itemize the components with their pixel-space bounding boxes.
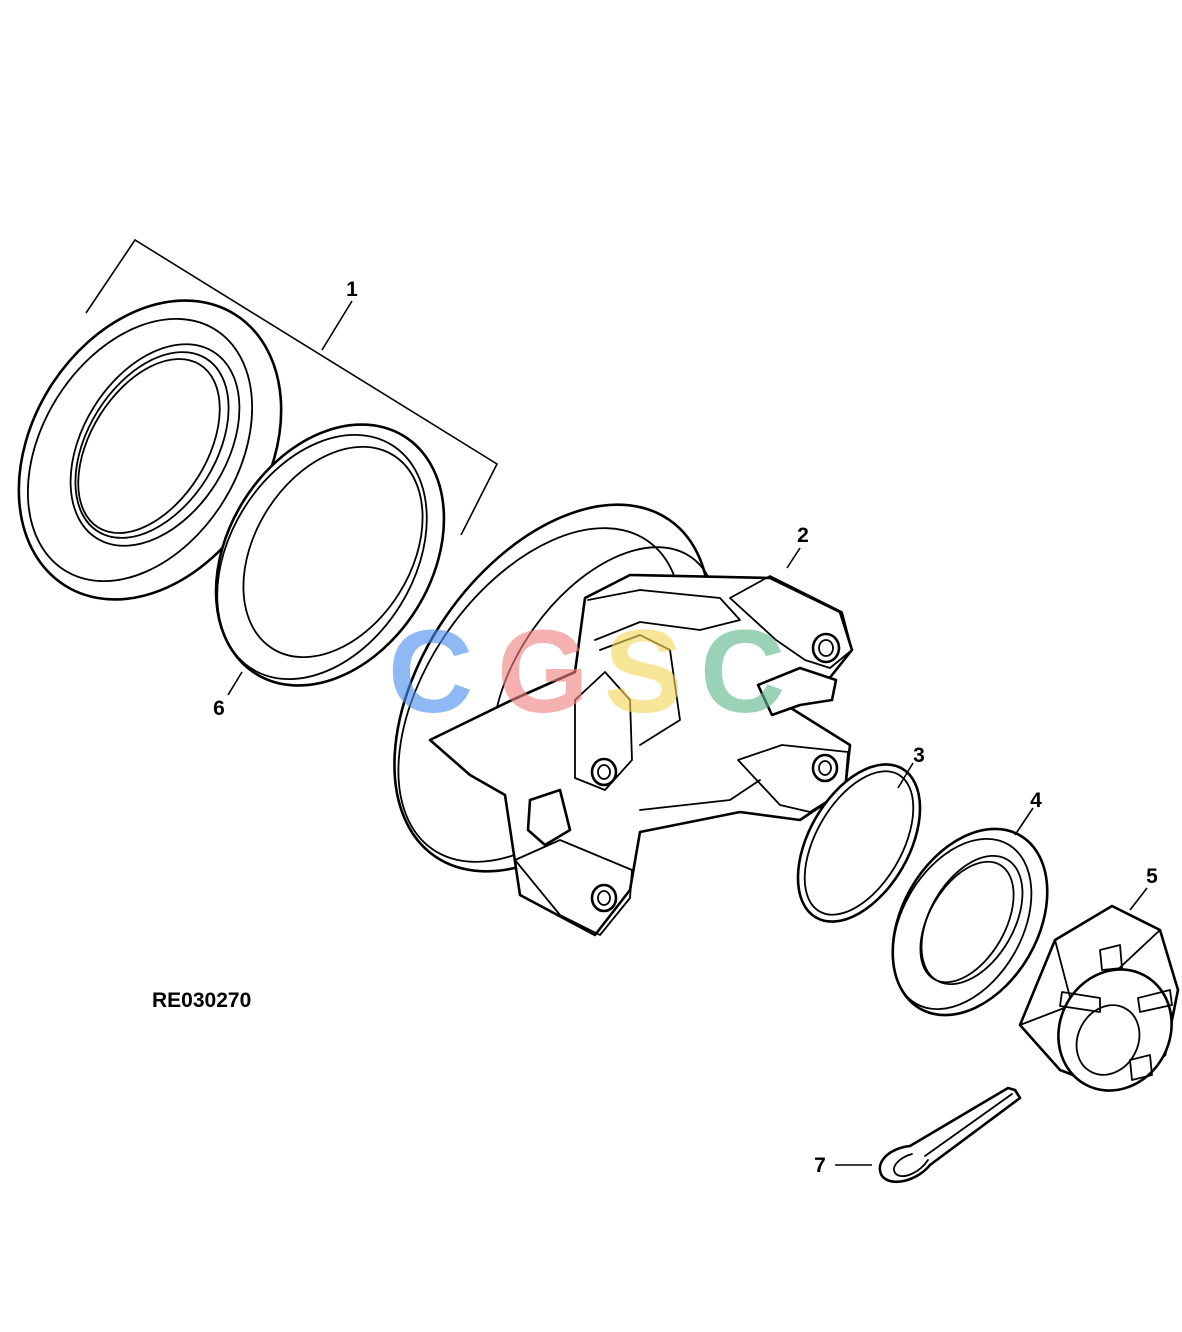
o-ring [796, 763, 922, 923]
watermark-letter-c1: C [388, 606, 473, 738]
figure-reference: RE030270 [152, 989, 251, 1012]
callout-2: 2 [797, 524, 809, 547]
kit-bracket-1 [85, 238, 499, 536]
callout-6: 6 [213, 697, 225, 720]
leader-lines [227, 547, 1148, 1166]
callout-1: 1 [346, 278, 358, 301]
watermark-letter-g: G [497, 606, 589, 738]
watermark: C G S C [388, 606, 785, 738]
callout-4: 4 [1030, 789, 1042, 812]
cotter-pin [878, 1086, 1022, 1184]
callout-5: 5 [1146, 865, 1158, 888]
bearing-cup [214, 423, 446, 687]
hub-flange [393, 503, 854, 937]
watermark-letter-s: S [604, 606, 683, 738]
callout-3: 3 [913, 744, 925, 767]
watermark-letter-c2: C [700, 606, 785, 738]
castle-nut [1018, 904, 1180, 1092]
bearing-cone [17, 299, 283, 601]
callout-7: 7 [814, 1154, 826, 1177]
seal-washer [891, 827, 1049, 1017]
callout-labels: 1 2 3 4 5 6 7 [213, 278, 1158, 1177]
